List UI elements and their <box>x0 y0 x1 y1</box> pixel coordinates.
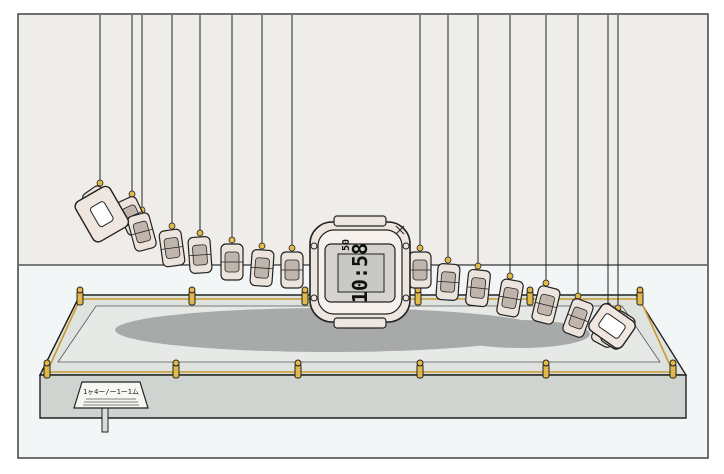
post-cap <box>301 286 309 294</box>
post-cap <box>76 286 84 294</box>
bracelet-link <box>249 249 275 287</box>
display-seconds: 50 <box>341 239 352 251</box>
post-cap <box>294 359 302 367</box>
post-cap <box>669 359 677 367</box>
bracelet-link <box>187 236 213 274</box>
wire-hook <box>542 279 550 287</box>
watch-case: 10:58 50 <box>309 215 411 329</box>
info-plaque: 1ヶ4ー/ー1ー1ム <box>73 381 149 433</box>
bracelet-link <box>496 278 524 318</box>
hanging-wires <box>96 15 622 312</box>
post-cap <box>542 359 550 367</box>
keeper-piece <box>588 303 636 349</box>
bracelet-link <box>408 251 432 289</box>
bracelet-link <box>465 268 491 308</box>
bracelet-links <box>74 185 636 350</box>
bracelet-link <box>220 243 244 281</box>
wire-hook <box>288 244 296 252</box>
wire-hook <box>506 272 514 280</box>
wire-hook <box>168 222 176 230</box>
post-cap <box>416 359 424 367</box>
wire-hook <box>416 244 424 252</box>
wire-hook <box>96 179 104 187</box>
watch-shadow <box>115 308 590 352</box>
post-cap <box>172 359 180 367</box>
bracelet-link <box>435 263 461 301</box>
bracelet-link <box>531 285 561 325</box>
wire-hook <box>474 262 482 270</box>
bracelet-link <box>127 212 157 252</box>
wire-hook <box>196 229 204 237</box>
post-cap <box>43 359 51 367</box>
post-cap <box>188 286 196 294</box>
watch-display: 10:58 50 <box>341 239 372 303</box>
display-time: 10:58 <box>348 243 372 303</box>
clasp-piece <box>74 185 130 243</box>
barrier-posts <box>43 286 677 379</box>
wire-hook <box>258 242 266 250</box>
post-cap <box>526 286 534 294</box>
wire-hook <box>228 236 236 244</box>
bracelet-link <box>280 251 304 289</box>
bracelet-link <box>562 298 594 338</box>
plaque-caption: 1ヶ4ー/ー1ー1ム <box>83 388 139 396</box>
post-cap <box>636 286 644 294</box>
wire-hook <box>444 256 452 264</box>
bracelet-link <box>158 228 186 268</box>
wire-hook <box>574 292 582 300</box>
